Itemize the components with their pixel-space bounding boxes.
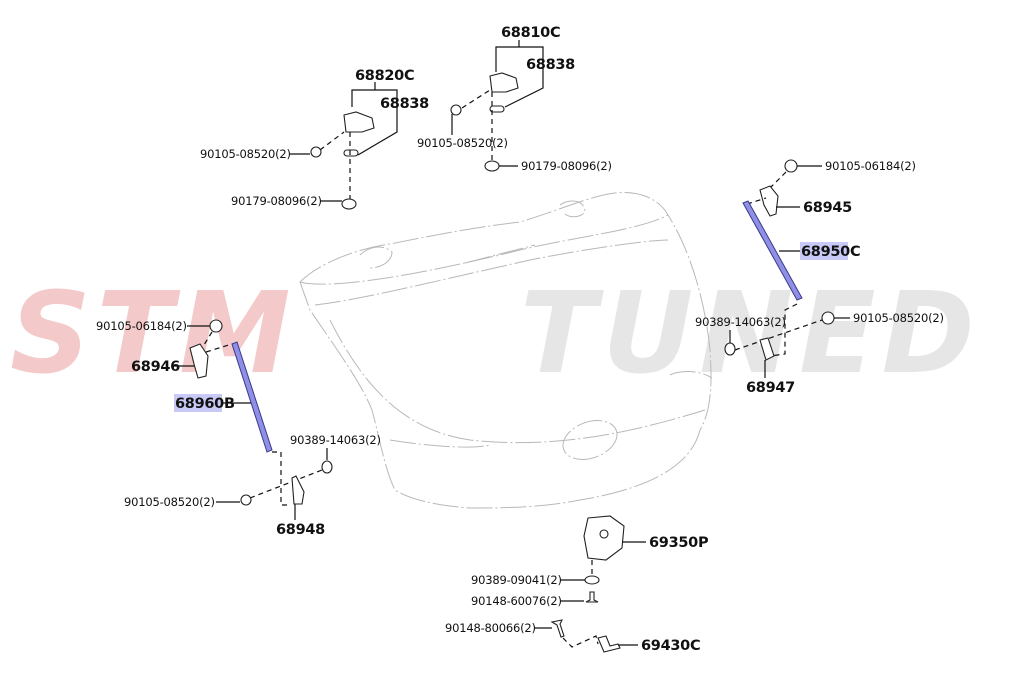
part-label-68838[interactable]: 68838: [526, 57, 575, 73]
washer-icon: [321, 460, 333, 474]
screw-icon: [585, 591, 599, 603]
part-label-68810C[interactable]: 68810C: [501, 25, 561, 41]
bolt-icon: [450, 104, 462, 116]
hinge-part: [489, 72, 519, 93]
part-label-90105-06184[interactable]: 90105-06184(2): [96, 319, 187, 333]
part-label-68946[interactable]: 68946: [131, 359, 180, 375]
bolt-icon: [821, 311, 835, 325]
part-label-90389-14063[interactable]: 90389-14063(2): [290, 433, 381, 447]
hinge-plate: [343, 149, 359, 157]
part-label-90105-06184[interactable]: 90105-06184(2): [825, 159, 916, 173]
damper-stay-strut: [742, 200, 803, 301]
part-label-90148-60076[interactable]: 90148-60076(2): [471, 594, 562, 608]
bracket-part: [189, 343, 209, 379]
watermark-left-text: STM: [10, 269, 297, 399]
part-label-69350P[interactable]: 69350P: [649, 535, 709, 551]
part-label-90105-08520[interactable]: 90105-08520(2): [853, 311, 944, 325]
back-door-outline: [299, 191, 713, 509]
assembly-bracket: [351, 89, 398, 156]
part-label-90389-09041[interactable]: 90389-09041(2): [471, 573, 562, 587]
bolt-icon: [240, 494, 252, 506]
part-highlight: [800, 242, 848, 260]
hinge-part: [343, 111, 375, 133]
bolt-icon: [209, 319, 223, 333]
watermark-right-text: TUNED: [520, 269, 981, 399]
part-label-68960B[interactable]: 68960B: [175, 396, 235, 412]
washer-icon: [724, 342, 736, 356]
watermark: STM TUNED: [10, 269, 981, 399]
bolt-icon: [784, 159, 798, 173]
part-highlight: [174, 394, 222, 412]
screw-icon: [550, 619, 565, 638]
part-label-90105-08520[interactable]: 90105-08520(2): [124, 495, 215, 509]
part-label-68945[interactable]: 68945: [803, 200, 852, 216]
striker-part: [597, 635, 621, 653]
bracket-part: [759, 337, 775, 361]
damper-left-group: 90105-06184(2) 68946 68960B 90389-14063(…: [96, 319, 381, 538]
part-label-90105-08520[interactable]: 90105-08520(2): [200, 147, 291, 161]
part-label-69430C[interactable]: 69430C: [641, 638, 701, 654]
part-label-68947[interactable]: 68947: [746, 380, 795, 396]
bolt-icon: [310, 146, 322, 158]
bracket-part: [759, 185, 779, 217]
part-label-90179-08096[interactable]: 90179-08096(2): [521, 159, 612, 173]
nut-icon: [484, 160, 500, 172]
part-label-90105-08520[interactable]: 90105-08520(2): [417, 136, 508, 150]
nut-icon: [341, 198, 357, 210]
part-label-68820C[interactable]: 68820C: [355, 68, 415, 84]
washer-icon: [584, 575, 600, 585]
part-label-90389-14063[interactable]: 90389-14063(2): [695, 315, 786, 329]
part-label-68838[interactable]: 68838: [380, 96, 429, 112]
part-label-68950C[interactable]: 68950C: [801, 244, 861, 260]
bracket-part: [291, 475, 305, 505]
hinge-plate: [489, 105, 505, 113]
damper-right-group: 90105-06184(2) 68945 68950C 90105-08520(…: [695, 159, 944, 396]
part-label-90148-80066[interactable]: 90148-80066(2): [445, 621, 536, 635]
damper-stay-strut: [231, 341, 273, 453]
part-label-68948[interactable]: 68948: [276, 522, 325, 538]
hinge-left-group: 68820C 68838 90105-08520(2) 90179-08096(…: [200, 68, 429, 210]
hinge-right-group: 68810C 68838 90105-08520(2) 90179-08096(…: [417, 25, 612, 173]
assembly-bracket: [495, 46, 544, 108]
part-label-90179-08096[interactable]: 90179-08096(2): [231, 194, 322, 208]
lock-group: 69350P 90389-09041(2) 90148-60076(2) 901…: [445, 515, 709, 654]
